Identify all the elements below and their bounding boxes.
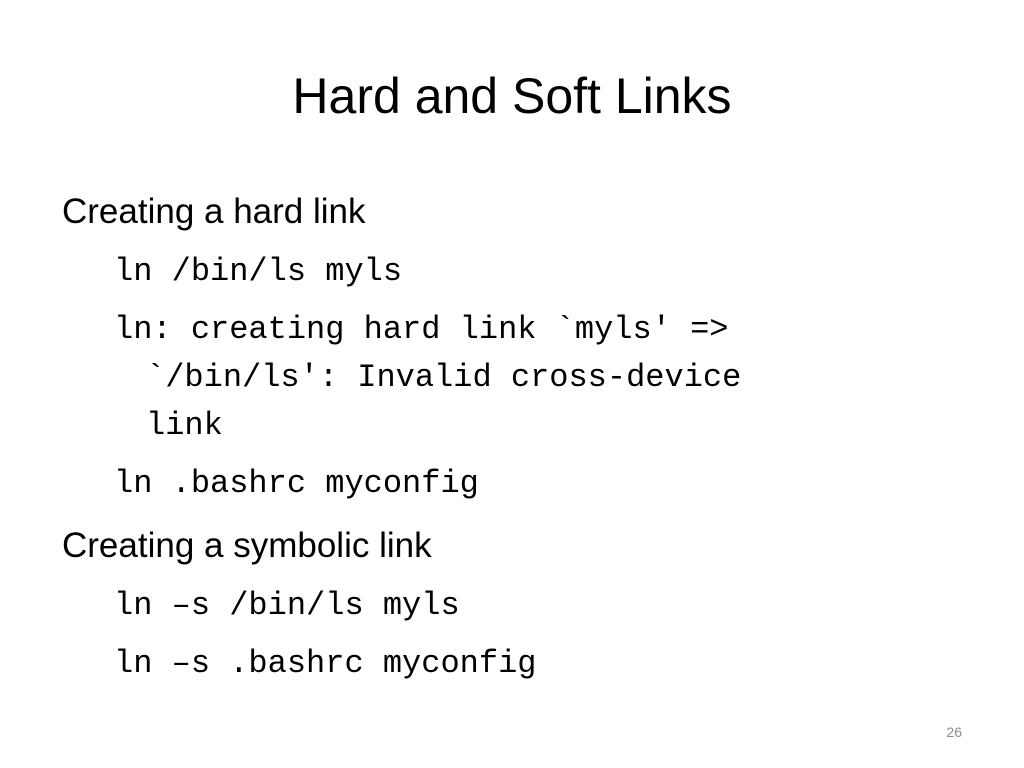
slide-number: 26 — [946, 724, 962, 740]
code-line: ln .bashrc myconfig — [114, 465, 479, 502]
code-line: ln /bin/ls myls — [114, 253, 403, 290]
slide-title: Hard and Soft Links — [292, 68, 732, 124]
code-line: ln –s /bin/ls myls — [114, 587, 460, 624]
code-line: `/bin/ls': Invalid cross-device — [146, 359, 742, 396]
code-line: ln –s .bashrc myconfig — [114, 645, 537, 682]
code-line: ln: creating hard link `myls' => — [114, 311, 729, 348]
section-heading-symbolic-link: Creating a symbolic link — [62, 526, 432, 565]
section-heading-hard-link: Creating a hard link — [62, 192, 366, 231]
code-line: link — [146, 407, 223, 444]
